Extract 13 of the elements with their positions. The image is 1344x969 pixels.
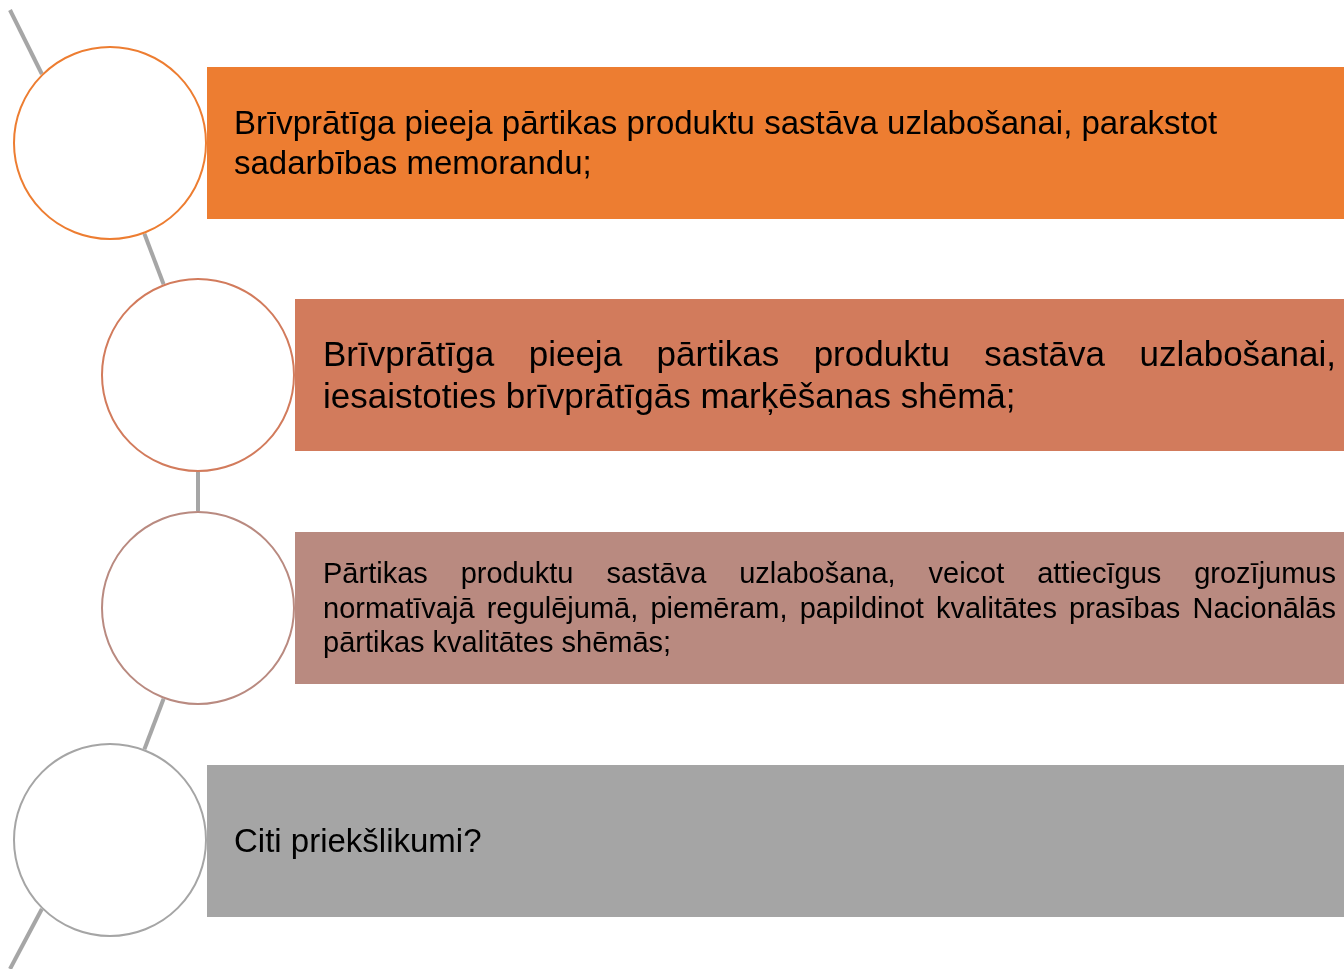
list-bar <box>295 299 1344 451</box>
list-text: Pārtikas produktu sastāva uzlabošana, veicot attiecīgus grozījumus normatīvajā regulējumā, piemēram, papildinot kvalitātes prasības Nacionālās pārtikas kvalitātes shēmās; <box>323 555 1336 661</box>
list-bar <box>207 765 1344 917</box>
connector-line <box>196 472 200 511</box>
connector-line <box>142 698 166 750</box>
connector-line <box>8 9 44 75</box>
list-text: Brīvprātīga pieeja pārtikas produktu sastāva uzlabošanai, parakstot sadarbības memorandu; <box>234 103 1219 183</box>
list-bar <box>207 67 1344 219</box>
list-text: Citi priekšlikumi? <box>234 821 483 861</box>
connector-line <box>142 233 166 285</box>
connector-line <box>8 908 44 969</box>
list-bar <box>295 532 1344 684</box>
list-text: Brīvprātīga pieeja pārtikas produktu sastāva uzlabošanai, iesaistoties brīvprātīgās marķēšanas shēmā; <box>323 333 1336 417</box>
